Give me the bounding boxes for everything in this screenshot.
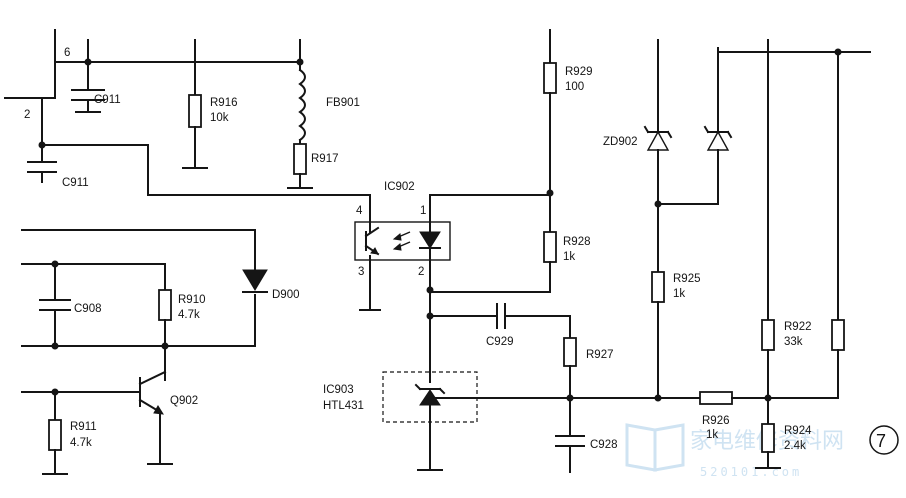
book-logo-icon (625, 423, 685, 472)
resistor-r928 (429, 231, 557, 293)
label-ic902: IC902 (384, 181, 415, 193)
label-zd902: ZD902 (603, 136, 638, 148)
resistor-r924 (755, 423, 781, 469)
value-ic903: HTL431 (323, 400, 364, 412)
value-r929: 100 (565, 81, 584, 93)
value-r910: 4.7k (178, 309, 200, 321)
value-r925: 1k (673, 288, 685, 300)
capacitor-c911-top (71, 39, 105, 113)
label-c929: C929 (486, 336, 514, 348)
capacitor-c908 (39, 263, 71, 347)
pin-label-3: 3 (358, 266, 364, 278)
label-c911-left: C911 (62, 177, 89, 189)
resistor-unlabeled (831, 319, 845, 399)
resistor-r927 (563, 337, 577, 437)
page-marker-glyph: 7 (876, 431, 886, 451)
transistor-q902 (21, 370, 173, 465)
label-r925: R925 (673, 273, 701, 285)
capacitor-c928 (555, 435, 585, 473)
label-fb901: FB901 (326, 97, 360, 109)
value-r928: 1k (563, 251, 575, 263)
pin-label-4: 4 (356, 205, 363, 217)
label-r926: R926 (702, 415, 730, 427)
label-q902: Q902 (170, 395, 198, 407)
diode-d900 (242, 269, 268, 293)
label-c911-top: C911 (94, 94, 121, 106)
label-ic903: IC903 (323, 384, 354, 396)
junction (38, 141, 46, 149)
pin-label-6: 6 (64, 47, 70, 59)
inductor-fb901 (298, 39, 306, 145)
pin-label-1: 1 (420, 205, 426, 217)
resistor-r922 (761, 319, 775, 425)
label-c908: C908 (74, 303, 102, 315)
resistor-r916 (182, 39, 208, 169)
resistor-r925 (651, 271, 665, 399)
capacitor-c929 (429, 303, 571, 339)
value-r926: 1k (706, 429, 718, 441)
shunt-regulator-ic903 (382, 371, 571, 471)
value-r922: 33k (784, 336, 803, 348)
resistor-r926 (699, 391, 839, 405)
zener-diode-zd902 (643, 39, 733, 276)
capacitor-c911-left (27, 161, 57, 183)
label-r911: R911 (70, 421, 97, 433)
label-d900: D900 (272, 289, 300, 301)
pin-label-2: 2 (24, 109, 30, 121)
bottom-left-wiring (21, 229, 256, 347)
value-r916: 10k (210, 112, 229, 124)
label-r922: R922 (784, 321, 812, 333)
label-r927: R927 (586, 349, 614, 361)
label-c928: C928 (590, 439, 618, 451)
watermark-url: 520101.com (700, 465, 802, 479)
optocoupler-ic902 (354, 194, 451, 311)
junction (654, 200, 662, 208)
value-r924: 2.4k (784, 440, 806, 452)
label-r924: R924 (784, 425, 812, 437)
label-r917: R917 (311, 153, 339, 165)
label-r929: R929 (565, 66, 593, 78)
value-r911: 4.7k (70, 437, 92, 449)
resistor-r910 (158, 289, 172, 381)
page-marker (869, 425, 899, 455)
resistor-r911 (42, 391, 68, 475)
top-left-wiring (4, 29, 371, 223)
label-r910: R910 (178, 294, 206, 306)
resistor-r929 (543, 29, 557, 233)
label-r916: R916 (210, 97, 238, 109)
label-r928: R928 (563, 236, 591, 248)
pin-label-2b: 2 (418, 266, 424, 278)
resistor-r917 (287, 143, 313, 189)
